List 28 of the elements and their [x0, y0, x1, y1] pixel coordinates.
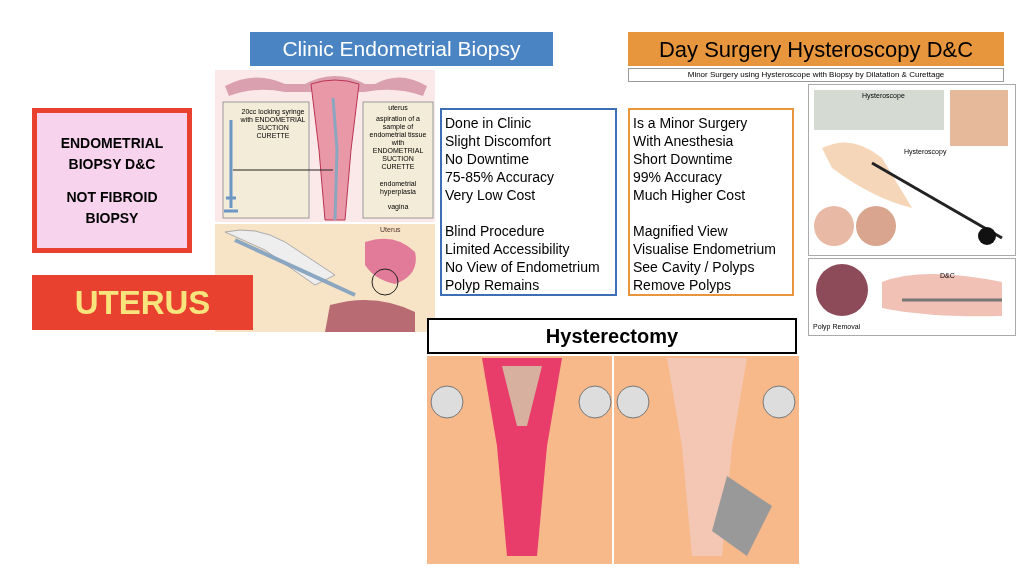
list-item: 75-85% Accuracy: [445, 168, 555, 186]
note-text: NOT FIBROID BIOPSY: [65, 187, 159, 228]
title-box: Hysterectomy: [427, 318, 797, 354]
uterus-banner: UTERUS: [32, 275, 253, 330]
note-text: ENDOMETRIAL BIOPSY D&C: [59, 133, 165, 174]
title-banner: Clinic Endometrial Biopsy: [250, 32, 553, 66]
list-item: 99% Accuracy: [633, 168, 723, 186]
list-item: Visualise Endometrium: [633, 240, 777, 258]
subtitle-box: Minor Surgery using Hysteroscope with Biopsy by Dilatation & Curettage: [628, 68, 1004, 82]
list-item: Is a Minor Surgery: [633, 114, 749, 132]
list-item: Short Downtime: [633, 150, 734, 168]
title-banner: Day Surgery Hysteroscopy D&C: [628, 32, 1004, 66]
list-item: Slight Discomfort: [445, 132, 552, 150]
note-box: [32, 108, 192, 253]
list-item: Polyp Remains: [445, 276, 541, 294]
feature-list-box: [440, 108, 617, 296]
list-item: Magnified View: [633, 222, 729, 240]
list-item: Limited Accessibility: [445, 240, 571, 258]
list-item: Very Low Cost: [445, 186, 537, 204]
list-item: See Cavity / Polyps: [633, 258, 756, 276]
list-item: Done in Clinic: [445, 114, 533, 132]
feature-list-box: [628, 108, 794, 296]
list-item: Much Higher Cost: [633, 186, 747, 204]
list-item: No Downtime: [445, 150, 531, 168]
list-item: No View of Endometrium: [445, 258, 601, 276]
list-item: Blind Procedure: [445, 222, 546, 240]
list-item: Remove Polyps: [633, 276, 733, 294]
list-item: With Anesthesia: [633, 132, 735, 150]
